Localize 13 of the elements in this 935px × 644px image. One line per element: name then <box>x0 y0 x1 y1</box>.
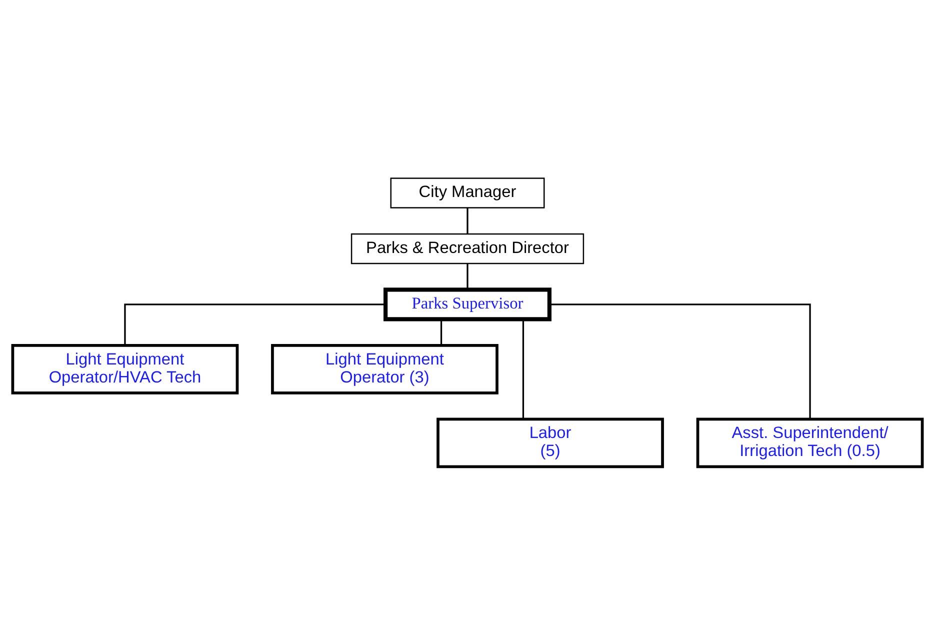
connector <box>522 318 524 418</box>
connector <box>466 263 468 289</box>
connector <box>550 303 811 419</box>
node-box: Asst. Superintendent/ Irrigation Tech (0.5) <box>696 417 924 468</box>
connector <box>440 318 442 345</box>
node-box: Parks Supervisor <box>384 287 552 321</box>
connector <box>466 207 468 234</box>
connector <box>124 303 386 345</box>
node-box: Light Equipment Operator/HVAC Tech <box>11 344 239 394</box>
node-box: Light Equipment Operator (3) <box>271 344 498 394</box>
node-box: Labor (5) <box>436 417 664 468</box>
node-box: Parks & Recreation Director <box>350 232 584 264</box>
node-box: City Manager <box>390 177 545 208</box>
